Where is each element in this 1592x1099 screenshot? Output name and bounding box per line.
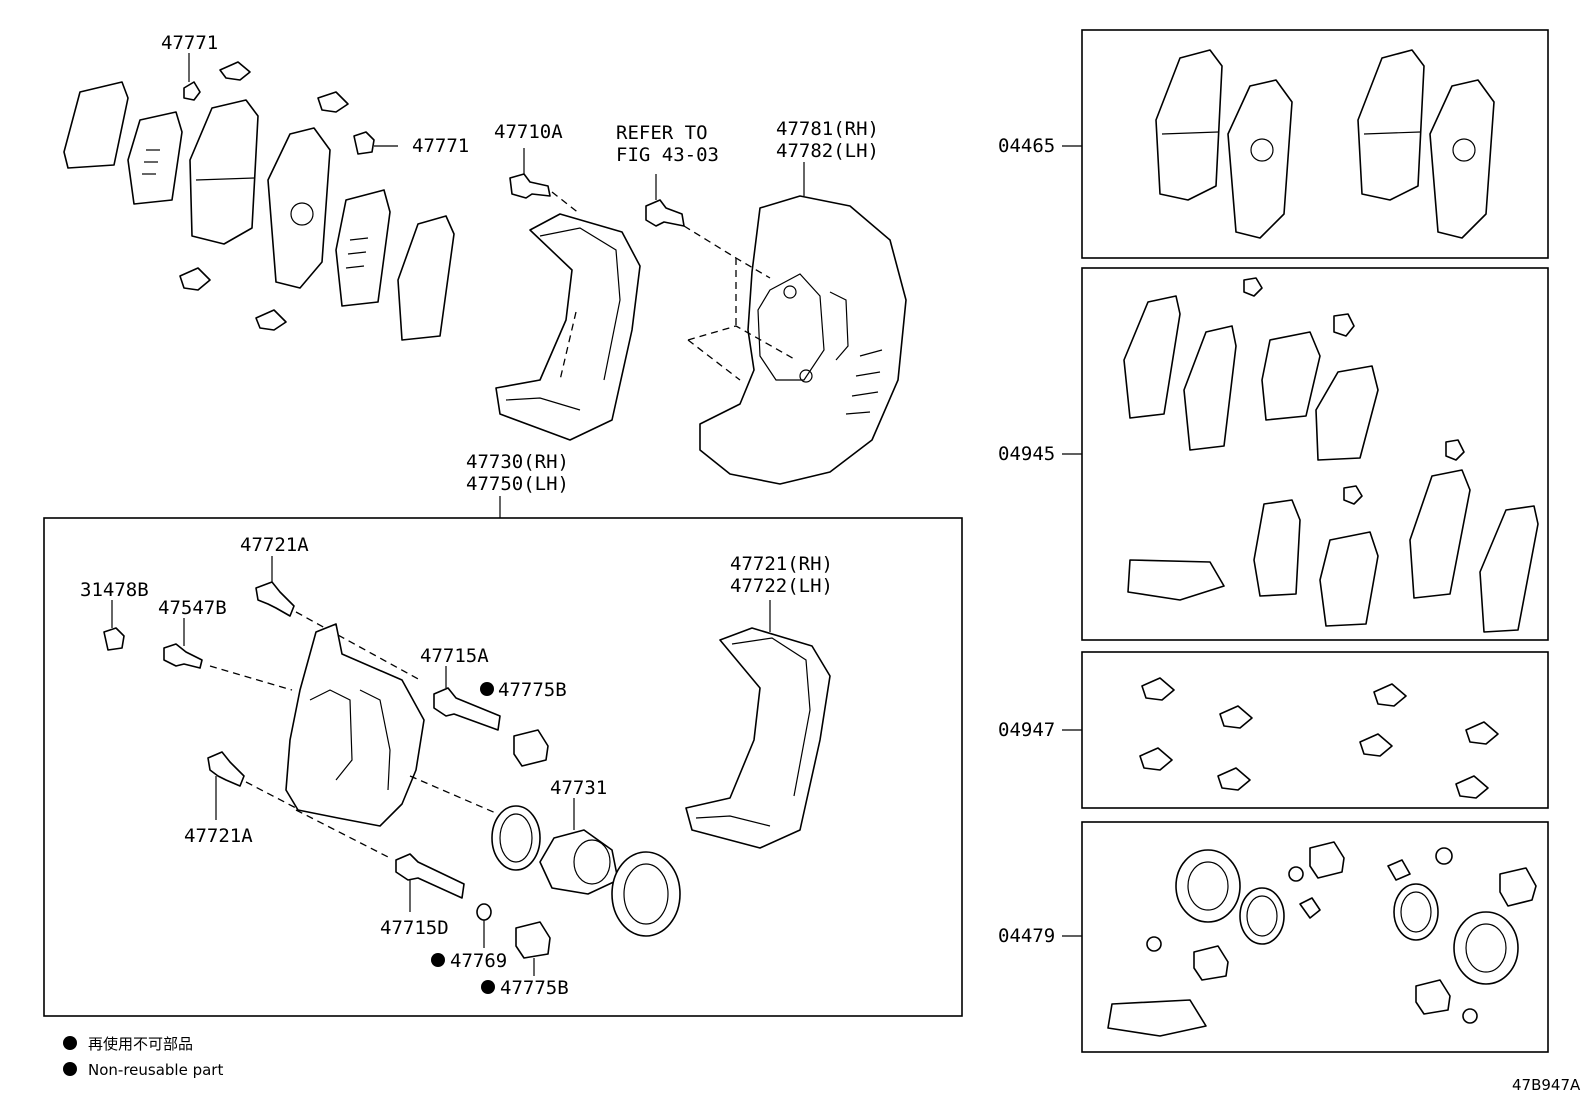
bolt-shield (645, 199, 685, 227)
bleeder-cap (103, 627, 125, 651)
boot-lower (515, 921, 551, 959)
washer (476, 903, 492, 921)
label-shield-lh: 47782(LH) (776, 140, 879, 162)
kit-seals-label: 04479 (998, 925, 1055, 947)
kit-pads-label: 04465 (998, 135, 1055, 157)
kit-shims-label: 04945 (998, 443, 1055, 465)
bolt-mount-top (509, 173, 551, 199)
pad-clip-3 (179, 267, 211, 291)
wear-indicator-top (183, 81, 201, 101)
legend-mark-en (63, 1062, 77, 1076)
legend-jp: 再使用不可部品 (88, 1035, 193, 1053)
pad-shim-outer (63, 81, 129, 169)
anti-squeal-shim (127, 111, 183, 205)
kit-pads-parts (1155, 49, 1495, 239)
label-caliper-rh: 47730(RH) (466, 451, 569, 473)
label-bolt-mount: 47710A (494, 121, 563, 143)
dust-shield-group (645, 162, 907, 485)
figure-id: 47B947A (1512, 1076, 1581, 1094)
caliper-body (285, 623, 425, 827)
legend-en: Non-reusable part (88, 1061, 223, 1079)
guide-pin-d (395, 853, 465, 899)
piston (539, 829, 619, 895)
piston-dust-boot (611, 851, 681, 937)
legend-mark-jp (63, 1036, 77, 1050)
label-pin-d: 47715D (380, 917, 449, 939)
non-reusable-mark-3 (481, 980, 495, 994)
non-reusable-mark-2 (431, 953, 445, 967)
brake-pad-outer (189, 99, 259, 245)
brake-pad-inner (267, 127, 331, 289)
label-refer-line2: FIG 43-03 (616, 144, 719, 166)
guide-pin-a (433, 687, 501, 731)
label-piston: 47731 (550, 777, 607, 799)
label-boot-upper: 47775B (498, 679, 567, 701)
label-caliper-lh: 47750(LH) (466, 473, 569, 495)
kit-clips-label: 04947 (998, 719, 1055, 741)
wear-indicator-right (353, 131, 375, 155)
pad-clip-4 (255, 309, 287, 331)
label-washer: 47769 (450, 950, 507, 972)
label-mounting-lh: 47722(LH) (730, 575, 833, 597)
kit-clips-parts (1139, 677, 1499, 799)
caliper-parts (103, 556, 831, 994)
caliper-mounting (685, 627, 831, 849)
pad-assembly-group (63, 53, 455, 341)
label-clip-top: 47771 (161, 32, 218, 54)
label-mounting-rh: 47721(RH) (730, 553, 833, 575)
boot-upper (513, 729, 549, 767)
kit-shims-parts (1123, 277, 1539, 633)
label-bolt-lower: 47721A (184, 825, 253, 847)
label-bleeder-cap: 31478B (80, 579, 149, 601)
mounting-bracket-group (495, 148, 641, 441)
non-reusable-mark-1 (480, 682, 494, 696)
pad-shim-inner (335, 189, 391, 307)
caliper-assembly-frame (43, 517, 963, 1017)
pad-clip-1 (219, 61, 251, 81)
label-shield-rh: 47781(RH) (776, 118, 879, 140)
label-refer-line1: REFER TO (616, 122, 708, 144)
label-bolt-upper: 47721A (240, 534, 309, 556)
pad-shim-back (397, 215, 455, 341)
mounting-bracket-upper (495, 213, 641, 441)
kit-seals-parts (1107, 841, 1537, 1037)
kit-clips-frame (1081, 651, 1549, 809)
caliper-bolt-upper (255, 581, 295, 617)
pad-clip-2 (317, 91, 349, 113)
dust-shield (699, 195, 907, 485)
label-clip-right: 47771 (412, 135, 469, 157)
piston-seal (491, 805, 541, 871)
caliper-bolt-lower (207, 751, 245, 787)
label-pin-a: 47715A (420, 645, 489, 667)
kit-pads-frame (1081, 29, 1549, 259)
kit-shims-frame (1081, 267, 1549, 641)
bleeder-screw (163, 643, 203, 669)
label-bleeder: 47547B (158, 597, 227, 619)
kit-seals-frame (1081, 821, 1549, 1053)
label-boot-lower: 47775B (500, 977, 569, 999)
